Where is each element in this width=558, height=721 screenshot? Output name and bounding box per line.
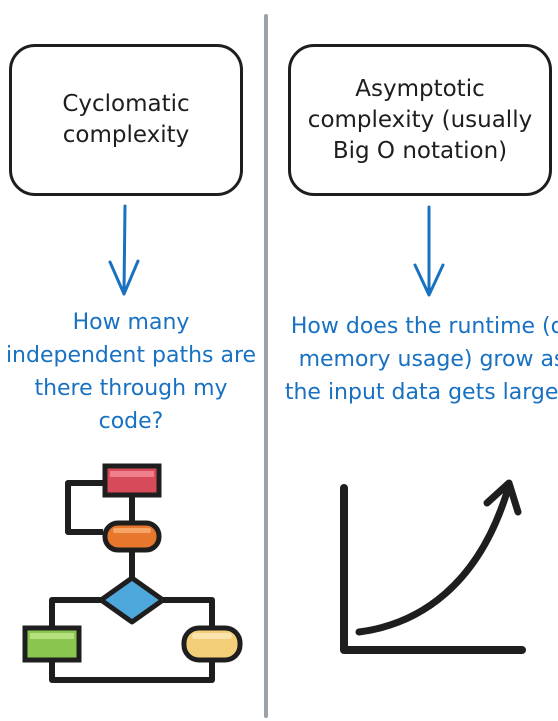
flowchart-decision-shape bbox=[98, 575, 166, 625]
cyclomatic-complexity-box: Cyclomatic complexity bbox=[9, 44, 243, 196]
column-divider bbox=[264, 14, 268, 718]
runtime-growth-question: How does the runtime (or memory usage) g… bbox=[284, 314, 558, 405]
asymptotic-complexity-box: Asymptotic complexity (usually Big O not… bbox=[288, 44, 552, 196]
flowchart-process-shape bbox=[102, 463, 162, 498]
independent-paths-question: How many independent paths are there thr… bbox=[5, 310, 257, 434]
asymptotic-complexity-label: Asymptotic complexity (usually Big O not… bbox=[307, 75, 533, 164]
cyclomatic-complexity-label: Cyclomatic complexity bbox=[62, 91, 190, 148]
